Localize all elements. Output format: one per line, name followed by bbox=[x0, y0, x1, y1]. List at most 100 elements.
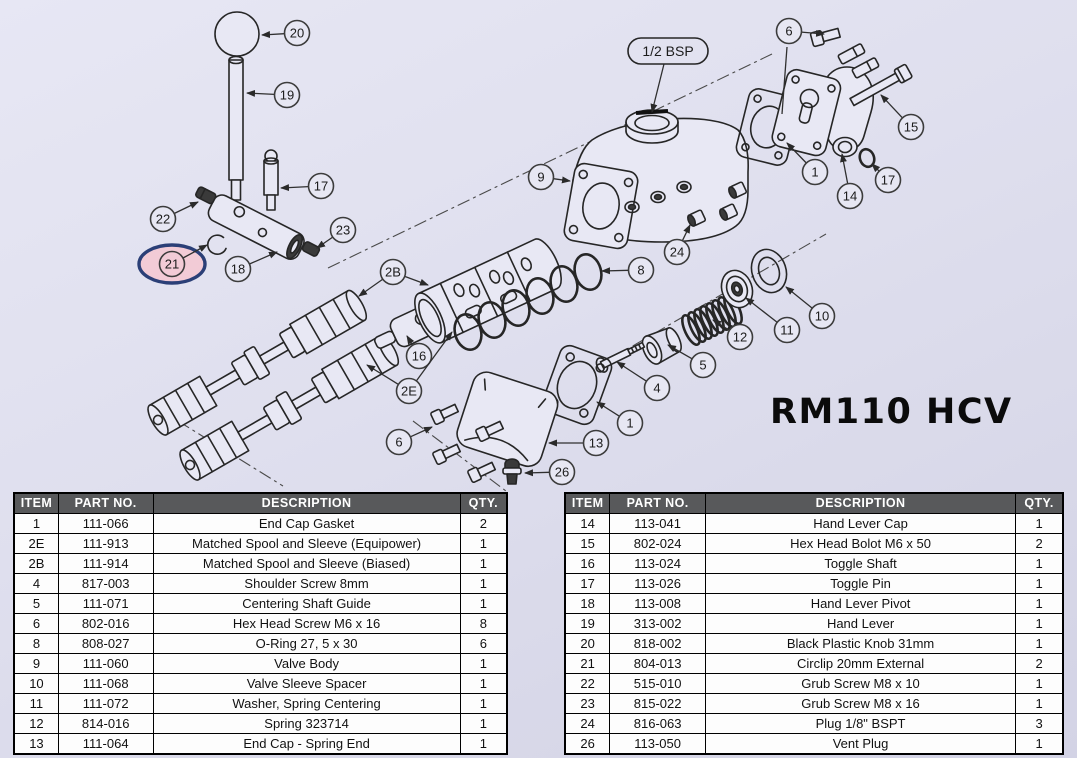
callout-circle bbox=[158, 250, 186, 278]
table-cell: 111-060 bbox=[57, 653, 154, 674]
sleeve-part bbox=[414, 238, 562, 344]
callout-circle bbox=[801, 158, 829, 186]
callout-14: 14 bbox=[836, 153, 864, 210]
exploded-view-diagram: 1/2 BSP 201917222321182B162E961511417248… bbox=[137, 11, 925, 492]
callout-circle bbox=[283, 19, 311, 47]
callout-26: 26 bbox=[524, 458, 576, 486]
table-cell: 17 bbox=[564, 573, 611, 594]
hex-screw-part bbox=[467, 461, 497, 484]
hex-screw-part bbox=[809, 27, 842, 48]
o-rings-part bbox=[453, 252, 603, 352]
table-cell: 1 bbox=[1015, 673, 1064, 694]
table-cell: 113-026 bbox=[609, 573, 706, 594]
table-cell: 5 bbox=[13, 593, 59, 614]
callout-number: 13 bbox=[589, 436, 603, 451]
callout-leader bbox=[246, 89, 275, 97]
callout-circle bbox=[273, 81, 301, 109]
table-cell: 12 bbox=[13, 713, 59, 734]
table-cell: 1 bbox=[459, 693, 508, 714]
table-cell: Hex Head Screw M6 x 16 bbox=[152, 613, 461, 634]
table-cell: 111-071 bbox=[57, 593, 154, 614]
plug-part bbox=[719, 203, 739, 221]
table-cell: 22 bbox=[564, 673, 611, 694]
callout-number: 1 bbox=[811, 165, 818, 180]
bsp-label-text: 1/2 BSP bbox=[642, 43, 693, 59]
knob-part bbox=[214, 11, 260, 57]
callout-circle bbox=[643, 374, 671, 402]
table-cell: 1 bbox=[13, 513, 59, 534]
table-cell: 2 bbox=[459, 513, 508, 534]
table-cell: End Cap - Spring End bbox=[152, 733, 461, 755]
callout-leader bbox=[745, 297, 778, 323]
callout-21: 21 bbox=[137, 243, 208, 285]
table-cell: 2B bbox=[13, 553, 59, 574]
table-cell: 111-072 bbox=[57, 693, 154, 714]
table-cell: Matched Spool and Sleeve (Biased) bbox=[152, 553, 461, 574]
table-cell: 1 bbox=[1015, 733, 1064, 755]
table-cell: 3 bbox=[1015, 713, 1064, 734]
toggle-pin-part bbox=[263, 149, 279, 211]
column-header: DESCRIPTION bbox=[152, 492, 461, 514]
callout-number: 17 bbox=[881, 173, 895, 188]
callout-leader bbox=[785, 286, 813, 309]
table-cell: 2E bbox=[13, 533, 59, 554]
callout-4: 4 bbox=[616, 361, 671, 402]
table-cell: 1 bbox=[459, 673, 508, 694]
table-cell: 2 bbox=[1015, 533, 1064, 554]
o-ring-toggle-part bbox=[858, 147, 876, 169]
callout-number: 23 bbox=[336, 223, 350, 238]
table-cell: 1 bbox=[1015, 593, 1064, 614]
callout-number: 15 bbox=[904, 120, 918, 135]
table-cell: 802-024 bbox=[609, 533, 706, 554]
callout-leader bbox=[366, 364, 399, 385]
table-cell: O-Ring 27, 5 x 30 bbox=[152, 633, 461, 654]
table-cell: 14 bbox=[564, 513, 611, 534]
table-cell: 8 bbox=[13, 633, 59, 654]
hex-bolt-part bbox=[849, 63, 913, 107]
callout-6-top: 6 bbox=[775, 17, 825, 45]
table-cell: 1 bbox=[1015, 633, 1064, 654]
table-cell: Shoulder Screw 8mm bbox=[152, 573, 461, 594]
callout-circle bbox=[808, 302, 836, 330]
callout-leader bbox=[801, 29, 825, 37]
washer-part bbox=[720, 269, 754, 309]
table-cell: Black Plastic Knob 31mm bbox=[704, 633, 1017, 654]
bsp-port-label: 1/2 BSP bbox=[627, 37, 709, 113]
callout-circle bbox=[385, 428, 413, 456]
table-cell: 13 bbox=[13, 733, 59, 755]
table-cell: 804-013 bbox=[609, 653, 706, 674]
callout-number: 18 bbox=[231, 262, 245, 277]
callout-10: 10 bbox=[785, 286, 836, 330]
callout-17-right: 17 bbox=[871, 163, 902, 194]
callout-number: 26 bbox=[555, 465, 569, 480]
table-cell: End Cap Gasket bbox=[152, 513, 461, 534]
table-cell: 9 bbox=[13, 653, 59, 674]
table-cell: 24 bbox=[564, 713, 611, 734]
callout-leader bbox=[404, 275, 429, 286]
callout-leader bbox=[410, 426, 433, 438]
callout-number: 17 bbox=[314, 179, 328, 194]
callout-leader bbox=[880, 94, 903, 119]
callout-circle bbox=[149, 205, 177, 233]
table-cell: 21 bbox=[564, 653, 611, 674]
callout-number: 8 bbox=[637, 263, 644, 278]
callout-leader bbox=[786, 142, 807, 164]
callout-18: 18 bbox=[224, 251, 278, 283]
table-cell: 1 bbox=[459, 733, 508, 755]
centerline bbox=[327, 53, 773, 269]
callout-number: 20 bbox=[290, 26, 304, 41]
table-cell: 6 bbox=[13, 613, 59, 634]
table-cell: 814-016 bbox=[57, 713, 154, 734]
hex-screw-part bbox=[430, 403, 460, 426]
table-cell: 1 bbox=[459, 653, 508, 674]
callout-circle bbox=[307, 172, 335, 200]
callout-1-bottom: 1 bbox=[596, 401, 644, 437]
